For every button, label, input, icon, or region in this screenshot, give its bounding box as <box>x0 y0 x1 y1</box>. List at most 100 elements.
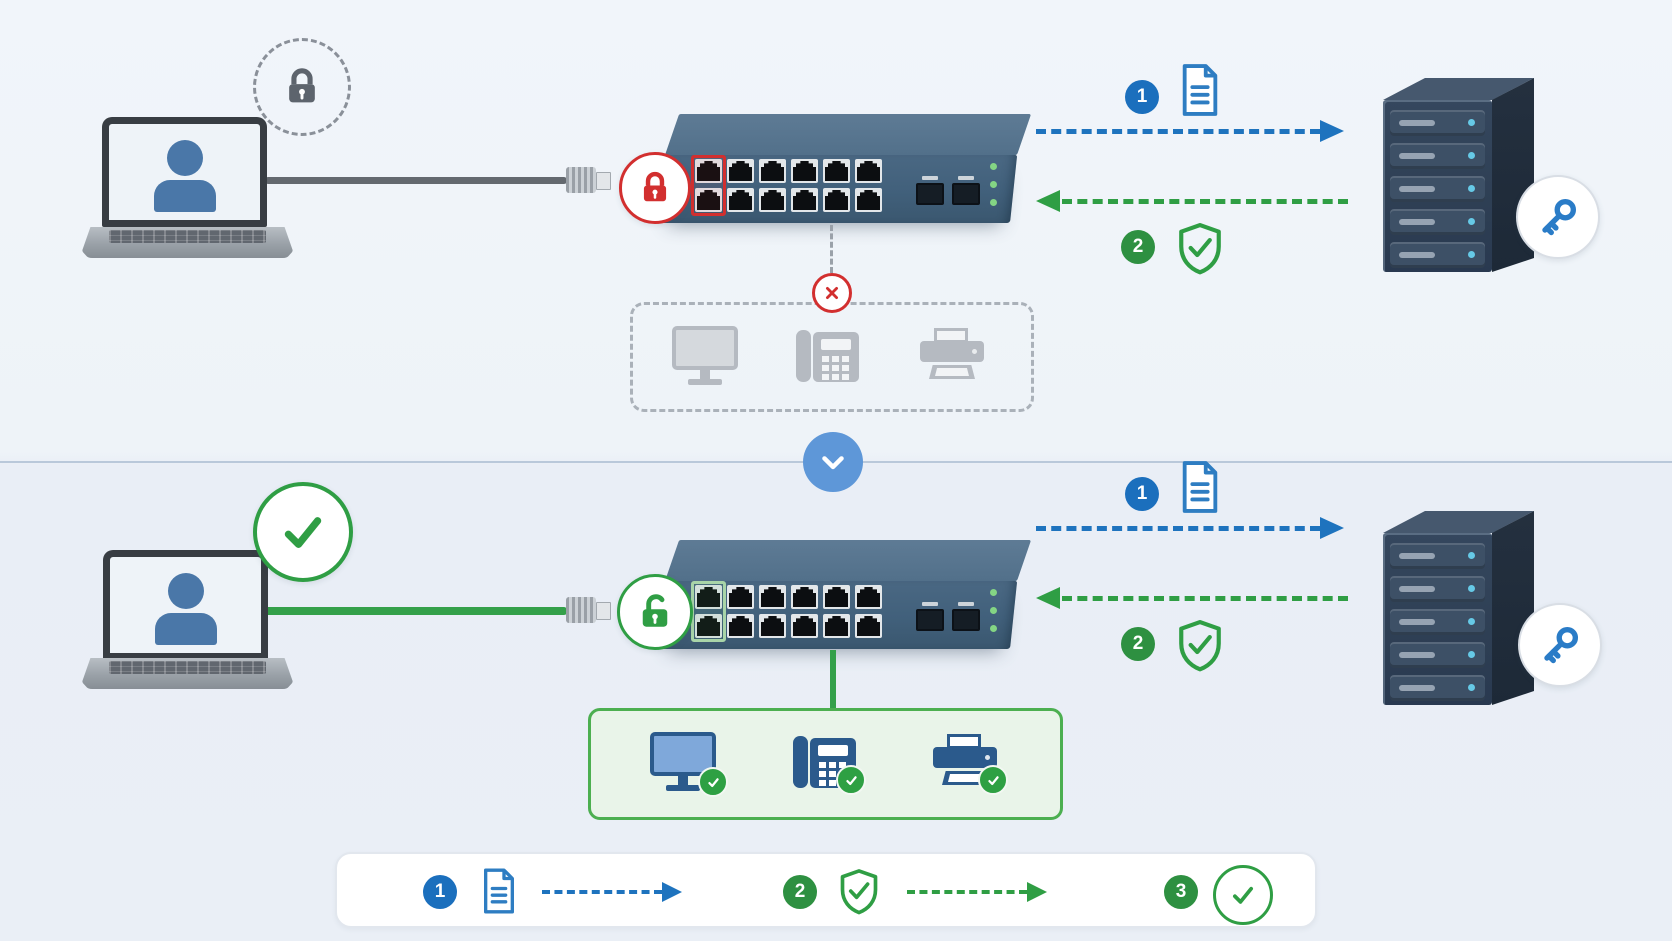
rj45-port <box>855 585 882 609</box>
rj45-port <box>855 188 882 212</box>
monitor-icon <box>669 326 741 388</box>
sfp-cage <box>916 183 944 205</box>
auth-request-arrow <box>1036 129 1320 134</box>
key-icon <box>1518 603 1602 687</box>
printer-tray <box>929 365 975 379</box>
blocked-port-highlight <box>691 155 726 216</box>
sfp-port <box>916 176 944 205</box>
arrowhead-right-icon <box>1320 517 1344 539</box>
port-column <box>855 585 882 638</box>
step-badge: 1 <box>1125 477 1159 511</box>
port-column <box>695 159 722 212</box>
printer-body <box>933 747 997 768</box>
auth-server-top <box>1383 78 1534 100</box>
led-indicator <box>990 607 997 614</box>
auth-server-side <box>1492 511 1534 705</box>
sfp-label <box>922 602 938 606</box>
port-column <box>823 159 850 212</box>
key-icon <box>1516 175 1600 259</box>
key-glyph <box>1542 198 1577 236</box>
laptop-base <box>82 658 293 689</box>
rj45-port <box>855 159 882 183</box>
chevron-down-icon <box>803 432 863 492</box>
auth-server-top <box>1383 511 1534 533</box>
auth-request-arrow <box>1036 526 1320 531</box>
drive-bay <box>1390 576 1485 602</box>
monitor-screen <box>672 326 738 370</box>
drive-bay <box>1390 543 1485 569</box>
legend-arrow-blue <box>542 890 662 894</box>
arrowhead-right-icon <box>1320 120 1344 142</box>
monitor-stand <box>700 370 710 379</box>
rj45-port <box>791 614 818 638</box>
sfp-port <box>916 602 944 631</box>
document-glyph <box>1182 461 1218 513</box>
chevron-down-glyph <box>822 456 844 470</box>
client-laptop <box>82 110 293 262</box>
legend-arrow-green <box>907 890 1027 894</box>
plug-tip <box>596 602 611 620</box>
sfp-label <box>922 176 938 180</box>
shield-check-icon <box>837 867 881 922</box>
rj45-port <box>759 159 786 183</box>
rj45-port <box>695 188 722 212</box>
sfp-ports <box>916 176 980 205</box>
plug-body <box>566 597 596 623</box>
led-indicator <box>990 163 997 170</box>
monitor-base <box>666 785 700 791</box>
shield-check-icon <box>1175 221 1225 282</box>
check-glyph <box>1233 886 1253 904</box>
rj45-port <box>791 188 818 212</box>
x-glyph <box>826 287 838 299</box>
laptop-screen <box>103 550 268 660</box>
drive-bay <box>1390 675 1485 701</box>
drive-bay <box>1390 110 1485 136</box>
padlock-open-glyph <box>642 594 668 627</box>
rj45-port <box>823 159 850 183</box>
laptop-base <box>82 227 293 258</box>
check-circle-icon <box>1213 865 1273 925</box>
rj45-port <box>759 614 786 638</box>
rj45-port <box>823 585 850 609</box>
port-column <box>759 159 786 212</box>
phone-handset <box>796 330 811 382</box>
port-column <box>791 585 818 638</box>
phone-handset <box>793 736 808 788</box>
rj45-port <box>727 614 754 638</box>
printer-led <box>972 349 977 354</box>
rj45-port <box>727 159 754 183</box>
drive-bay <box>1390 642 1485 668</box>
phone-screen <box>821 339 851 350</box>
laptop-keyboard <box>109 230 266 243</box>
rj45-port <box>727 585 754 609</box>
drive-bay <box>1390 609 1485 635</box>
printer-tray <box>942 771 988 785</box>
rj45-port <box>695 585 722 609</box>
legend-step-badge: 2 <box>783 875 817 909</box>
printer-icon <box>918 328 986 386</box>
desk-phone-icon <box>796 328 860 386</box>
drive-bay <box>1390 176 1485 202</box>
arrowhead-left-icon <box>1036 190 1060 212</box>
legend-step-badge: 3 <box>1164 875 1198 909</box>
step-badge: 2 <box>1121 230 1155 264</box>
printer-icon <box>931 734 1008 795</box>
shield-glyph <box>1179 619 1221 672</box>
rj45-port <box>823 614 850 638</box>
allowed-link-line <box>830 650 836 708</box>
desk-phone-icon <box>793 734 866 795</box>
port-column <box>727 159 754 212</box>
user-icon-body <box>153 180 216 212</box>
padlock-glyph <box>643 171 667 202</box>
port-column <box>823 585 850 638</box>
rj45-port <box>855 614 882 638</box>
check-circle-icon <box>253 482 353 582</box>
sfp-cage <box>952 183 980 205</box>
shield-glyph <box>840 869 878 915</box>
blocked-link-line <box>830 225 833 273</box>
check-glyph <box>284 517 322 548</box>
legend-step-badge: 1 <box>423 875 457 909</box>
printer-led <box>985 755 990 760</box>
rj45-port <box>727 188 754 212</box>
